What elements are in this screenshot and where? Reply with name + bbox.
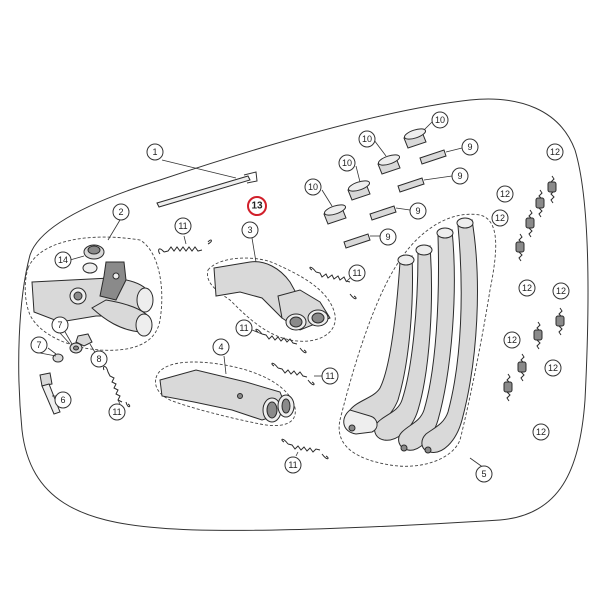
svg-text:12: 12 xyxy=(500,189,510,199)
part-4-pipe xyxy=(159,369,295,423)
callout-4: 4 xyxy=(212,338,230,356)
svg-text:7: 7 xyxy=(57,320,62,330)
callout-12-d: 12 xyxy=(518,279,536,297)
svg-text:11: 11 xyxy=(239,323,248,333)
svg-text:11: 11 xyxy=(178,221,187,231)
svg-text:9: 9 xyxy=(415,206,420,216)
svg-text:12: 12 xyxy=(550,147,560,157)
part-8-nut xyxy=(75,333,93,347)
svg-text:2: 2 xyxy=(118,207,123,217)
svg-text:1: 1 xyxy=(152,147,157,157)
svg-text:10: 10 xyxy=(308,182,318,192)
callout-11-c: 11 xyxy=(235,319,253,337)
svg-text:14: 14 xyxy=(58,255,68,265)
part-5-header-pipes xyxy=(343,217,478,454)
part-14-nut xyxy=(82,244,105,274)
svg-text:12: 12 xyxy=(536,427,546,437)
callout-13-highlighted[interactable]: 13 xyxy=(247,196,267,216)
callout-14: 14 xyxy=(54,251,72,269)
callout-7-a: 7 xyxy=(30,336,48,354)
svg-text:10: 10 xyxy=(342,158,352,168)
callout-11-e: 11 xyxy=(108,403,126,421)
callout-5: 5 xyxy=(475,465,493,483)
callout-2: 2 xyxy=(112,203,130,221)
callout-9-b: 9 xyxy=(451,167,469,185)
svg-text:7: 7 xyxy=(36,340,41,350)
part-6-bolt xyxy=(39,372,61,415)
callout-11-a: 11 xyxy=(174,217,192,235)
svg-text:5: 5 xyxy=(481,469,486,479)
callout-9-a: 9 xyxy=(461,138,479,156)
callout-12-e: 12 xyxy=(552,282,570,300)
svg-text:4: 4 xyxy=(218,342,223,352)
callout-3: 3 xyxy=(241,221,259,239)
callout-6: 6 xyxy=(54,391,72,409)
svg-text:12: 12 xyxy=(507,335,517,345)
svg-text:11: 11 xyxy=(288,460,297,470)
svg-text:10: 10 xyxy=(362,134,372,144)
callout-12-f: 12 xyxy=(503,331,521,349)
callout-12-h: 12 xyxy=(532,423,550,441)
svg-text:12: 12 xyxy=(556,286,566,296)
svg-text:10: 10 xyxy=(435,115,445,125)
svg-text:13: 13 xyxy=(251,201,263,212)
svg-text:9: 9 xyxy=(467,142,472,152)
callout-11-d: 11 xyxy=(321,367,339,385)
callout-12-a: 12 xyxy=(546,143,564,161)
callout-9-d: 9 xyxy=(379,228,397,246)
part-2-y-pipe xyxy=(31,261,154,337)
part-5-group-outline xyxy=(338,213,497,467)
svg-text:11: 11 xyxy=(352,268,361,278)
svg-text:8: 8 xyxy=(96,354,101,364)
callout-9-c: 9 xyxy=(409,202,427,220)
part-10-gaskets xyxy=(323,128,427,225)
callout-11-f: 11 xyxy=(284,456,302,474)
callout-8: 8 xyxy=(90,350,108,368)
svg-text:12: 12 xyxy=(548,363,558,373)
part-3-pipe xyxy=(213,261,331,331)
part-4-group-outline xyxy=(155,361,296,427)
svg-text:11: 11 xyxy=(112,407,121,417)
callout-10-b: 10 xyxy=(358,130,376,148)
svg-text:3: 3 xyxy=(247,225,252,235)
part-3-group-outline xyxy=(207,257,336,342)
part-7-washer xyxy=(52,342,83,363)
callout-11-b: 11 xyxy=(348,264,366,282)
part-9-flat-gaskets xyxy=(343,149,447,249)
kit-outline xyxy=(18,98,589,531)
svg-text:12: 12 xyxy=(522,283,532,293)
svg-text:9: 9 xyxy=(457,171,462,181)
svg-text:12: 12 xyxy=(495,213,505,223)
callout-7-b: 7 xyxy=(51,316,69,334)
callout-12-b: 12 xyxy=(496,185,514,203)
part-11-springs xyxy=(103,239,357,460)
part-1-rod xyxy=(156,171,258,208)
svg-text:9: 9 xyxy=(385,232,390,242)
callout-10-d: 10 xyxy=(304,178,322,196)
svg-text:6: 6 xyxy=(60,395,65,405)
callout-12-c: 12 xyxy=(491,209,509,227)
callout-10-c: 10 xyxy=(338,154,356,172)
part-2-group-outline xyxy=(24,236,163,351)
callout-10-a: 10 xyxy=(431,111,449,129)
callout-1: 1 xyxy=(146,143,164,161)
svg-text:11: 11 xyxy=(325,371,334,381)
part-12-spring-clips xyxy=(503,175,565,402)
callout-12-g: 12 xyxy=(544,359,562,377)
